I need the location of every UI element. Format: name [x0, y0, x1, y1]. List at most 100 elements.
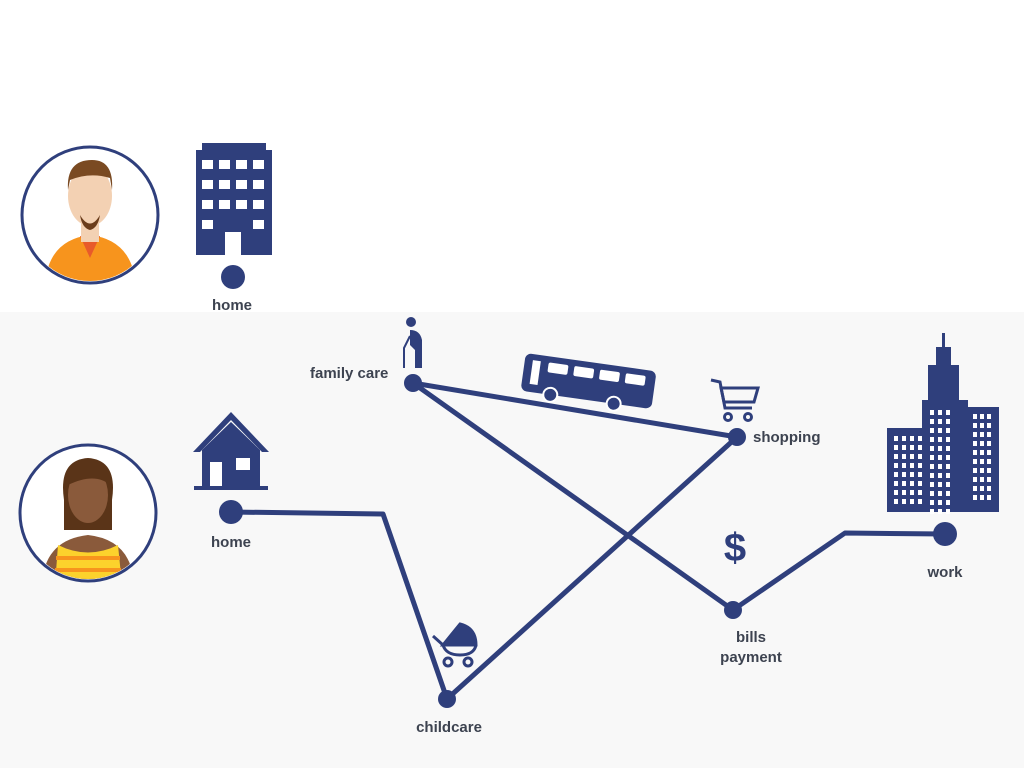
- house-icon: [193, 412, 269, 490]
- skyscraper-window: [973, 486, 977, 491]
- building-window: [219, 160, 230, 169]
- skyscraper-window: [946, 491, 950, 496]
- skyscraper-window: [918, 481, 922, 486]
- skyscraper-window: [973, 495, 977, 500]
- skyscraper-window: [930, 473, 934, 478]
- man-home-label: home: [211, 297, 253, 314]
- woman-avatar: [18, 443, 158, 583]
- skyscraper-window: [930, 455, 934, 460]
- skyscraper-window: [902, 463, 906, 468]
- skyscraper-window: [938, 464, 942, 469]
- skyscraper-window: [930, 482, 934, 487]
- skyscraper-window: [946, 410, 950, 415]
- family-care-node: [404, 374, 422, 392]
- skyscraper-window: [930, 446, 934, 451]
- skyscraper-window: [902, 454, 906, 459]
- building-window: [202, 200, 213, 209]
- skyscraper-window: [910, 454, 914, 459]
- skyscraper-window: [938, 500, 942, 505]
- skyscraper-window: [938, 509, 942, 514]
- skyscraper-window: [910, 445, 914, 450]
- skyscraper-window: [946, 446, 950, 451]
- skyscraper-window: [918, 490, 922, 495]
- skyscraper-window: [918, 454, 922, 459]
- skyscraper-window: [902, 499, 906, 504]
- skyscraper-window: [946, 437, 950, 442]
- skyscraper-window: [910, 472, 914, 477]
- bus-icon: [521, 353, 656, 412]
- skyscraper-window: [987, 423, 991, 428]
- building-window: [202, 220, 213, 229]
- skyscraper-window: [938, 410, 942, 415]
- bills-label-line2: payment: [720, 649, 782, 666]
- skyscraper-window: [894, 499, 898, 504]
- skyscraper-window: [938, 419, 942, 424]
- building-window: [253, 160, 264, 169]
- background-lower: [0, 312, 1024, 768]
- skyscraper-window: [910, 481, 914, 486]
- woman-home-node: [219, 500, 243, 524]
- skyscraper-window: [918, 445, 922, 450]
- skyscraper-window: [894, 472, 898, 477]
- skyscraper-window: [987, 477, 991, 482]
- building-window: [236, 160, 247, 169]
- skyscraper-window: [918, 463, 922, 468]
- skyscraper-window: [987, 450, 991, 455]
- man-home-node: [221, 265, 245, 289]
- bills-label-line1: bills: [735, 629, 766, 646]
- skyscraper-window: [938, 437, 942, 442]
- skyscraper-window: [987, 486, 991, 491]
- bills-node: [724, 601, 742, 619]
- skyscraper-window: [894, 454, 898, 459]
- skyscraper-window: [973, 441, 977, 446]
- skyscraper-window: [902, 436, 906, 441]
- building-window: [219, 200, 230, 209]
- skyscraper-window: [902, 481, 906, 486]
- skyscraper-window: [987, 432, 991, 437]
- skyscraper-window: [980, 486, 984, 491]
- skyscraper-window: [987, 495, 991, 500]
- family-care-label: family care: [310, 365, 389, 382]
- skyscraper-window: [902, 490, 906, 495]
- skyscraper-window: [987, 459, 991, 464]
- building-window: [253, 200, 264, 209]
- skyscraper-window: [946, 482, 950, 487]
- skyscraper-window: [894, 481, 898, 486]
- skyscraper-window: [930, 464, 934, 469]
- skyscraper-window: [910, 436, 914, 441]
- man-avatar: [20, 145, 160, 285]
- skyscraper-window: [910, 490, 914, 495]
- skyscraper-window: [930, 428, 934, 433]
- work-node: [933, 522, 957, 546]
- skyscraper-window: [894, 436, 898, 441]
- skyscraper-window: [980, 414, 984, 419]
- building-window: [202, 180, 213, 189]
- skyscraper-window: [902, 445, 906, 450]
- skyscraper-window: [973, 423, 977, 428]
- skyscraper-window: [987, 441, 991, 446]
- route-path: [230, 380, 946, 702]
- skyscraper-window: [973, 468, 977, 473]
- shopping-label: shopping: [753, 429, 821, 446]
- skyscraper-window: [946, 455, 950, 460]
- skyscraper-window: [918, 436, 922, 441]
- shopping-cart-icon: [710, 378, 760, 422]
- skyscraper-window: [987, 414, 991, 419]
- skyscraper-window: [946, 428, 950, 433]
- skyscraper-window: [918, 499, 922, 504]
- skyscraper-window: [973, 477, 977, 482]
- skyscraper-window: [918, 472, 922, 477]
- skyscraper-window: [894, 445, 898, 450]
- skyscraper-window: [930, 410, 934, 415]
- building-window: [236, 200, 247, 209]
- skyscraper-window: [910, 463, 914, 468]
- skyscraper-window: [930, 437, 934, 442]
- skyscraper-window: [938, 482, 942, 487]
- skyscraper-window: [973, 414, 977, 419]
- childcare-label: childcare: [416, 719, 482, 736]
- skyscraper-window: [946, 464, 950, 469]
- shopping-node: [728, 428, 746, 446]
- skyscraper-window: [938, 428, 942, 433]
- elderly-person-icon: [403, 317, 422, 368]
